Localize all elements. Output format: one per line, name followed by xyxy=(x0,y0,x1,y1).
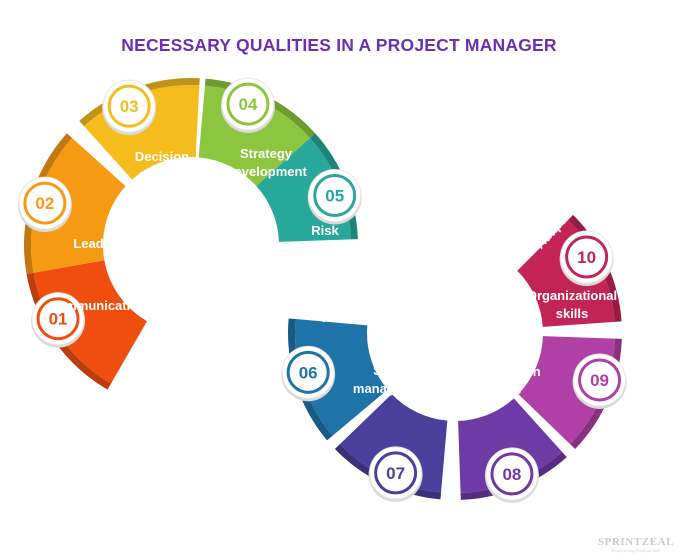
badge-circle xyxy=(226,82,270,126)
badge-circle xyxy=(286,350,330,394)
badge-08: 08 xyxy=(484,447,539,503)
badge-number: 08 xyxy=(502,465,521,484)
badge-number: 06 xyxy=(299,363,318,382)
badge-circle xyxy=(578,358,622,402)
badge-circle xyxy=(23,181,67,225)
segment-02 xyxy=(31,137,126,273)
segment-rim-10 xyxy=(568,214,622,322)
badge-02: 02 xyxy=(17,176,72,233)
badge-number: 09 xyxy=(590,371,609,390)
segment-rim-01 xyxy=(26,272,111,390)
diagram-title: NECESSARY QUALITIES IN A PROJECT MANAGER xyxy=(121,35,557,55)
badge-04: 04 xyxy=(220,77,275,134)
badge-07: 07 xyxy=(368,446,423,502)
segment-rim-04 xyxy=(204,78,316,138)
badge-circle xyxy=(374,451,418,495)
badge-number: 04 xyxy=(238,95,257,114)
badge-number: 07 xyxy=(386,464,405,483)
badge-05: 05 xyxy=(307,169,362,225)
badge-number: 05 xyxy=(325,187,344,206)
badge-03: 03 xyxy=(102,79,157,136)
segment-label-01: Communication xyxy=(48,298,146,313)
badge-number: 02 xyxy=(35,194,54,213)
logo-wordmark: SPRINTZEAL xyxy=(598,536,674,548)
sprintzeal-logo: SPRINTZEAL Empowering Professionals xyxy=(598,536,674,553)
badge-01: 01 xyxy=(31,292,86,348)
segment-rim-08 xyxy=(460,451,567,500)
badge-circle xyxy=(490,452,534,496)
segment-label-02: Leadership xyxy=(73,236,142,251)
badge-number: 03 xyxy=(120,97,139,116)
segment-01 xyxy=(33,260,148,384)
badge-circle xyxy=(107,84,151,128)
badge-10: 10 xyxy=(559,230,614,286)
badge-number: 10 xyxy=(577,248,596,267)
badge-circle xyxy=(313,174,357,218)
badge-circle xyxy=(36,297,80,341)
logo-tagline: Empowering Professionals xyxy=(611,548,661,553)
segment-rim-07 xyxy=(334,444,442,500)
segment-rim-09 xyxy=(570,338,622,450)
badge-06: 06 xyxy=(281,345,336,402)
badge-circle xyxy=(565,235,609,279)
segment-rim-05 xyxy=(309,133,358,240)
badge-09: 09 xyxy=(572,353,627,409)
badge-number: 01 xyxy=(49,310,68,329)
